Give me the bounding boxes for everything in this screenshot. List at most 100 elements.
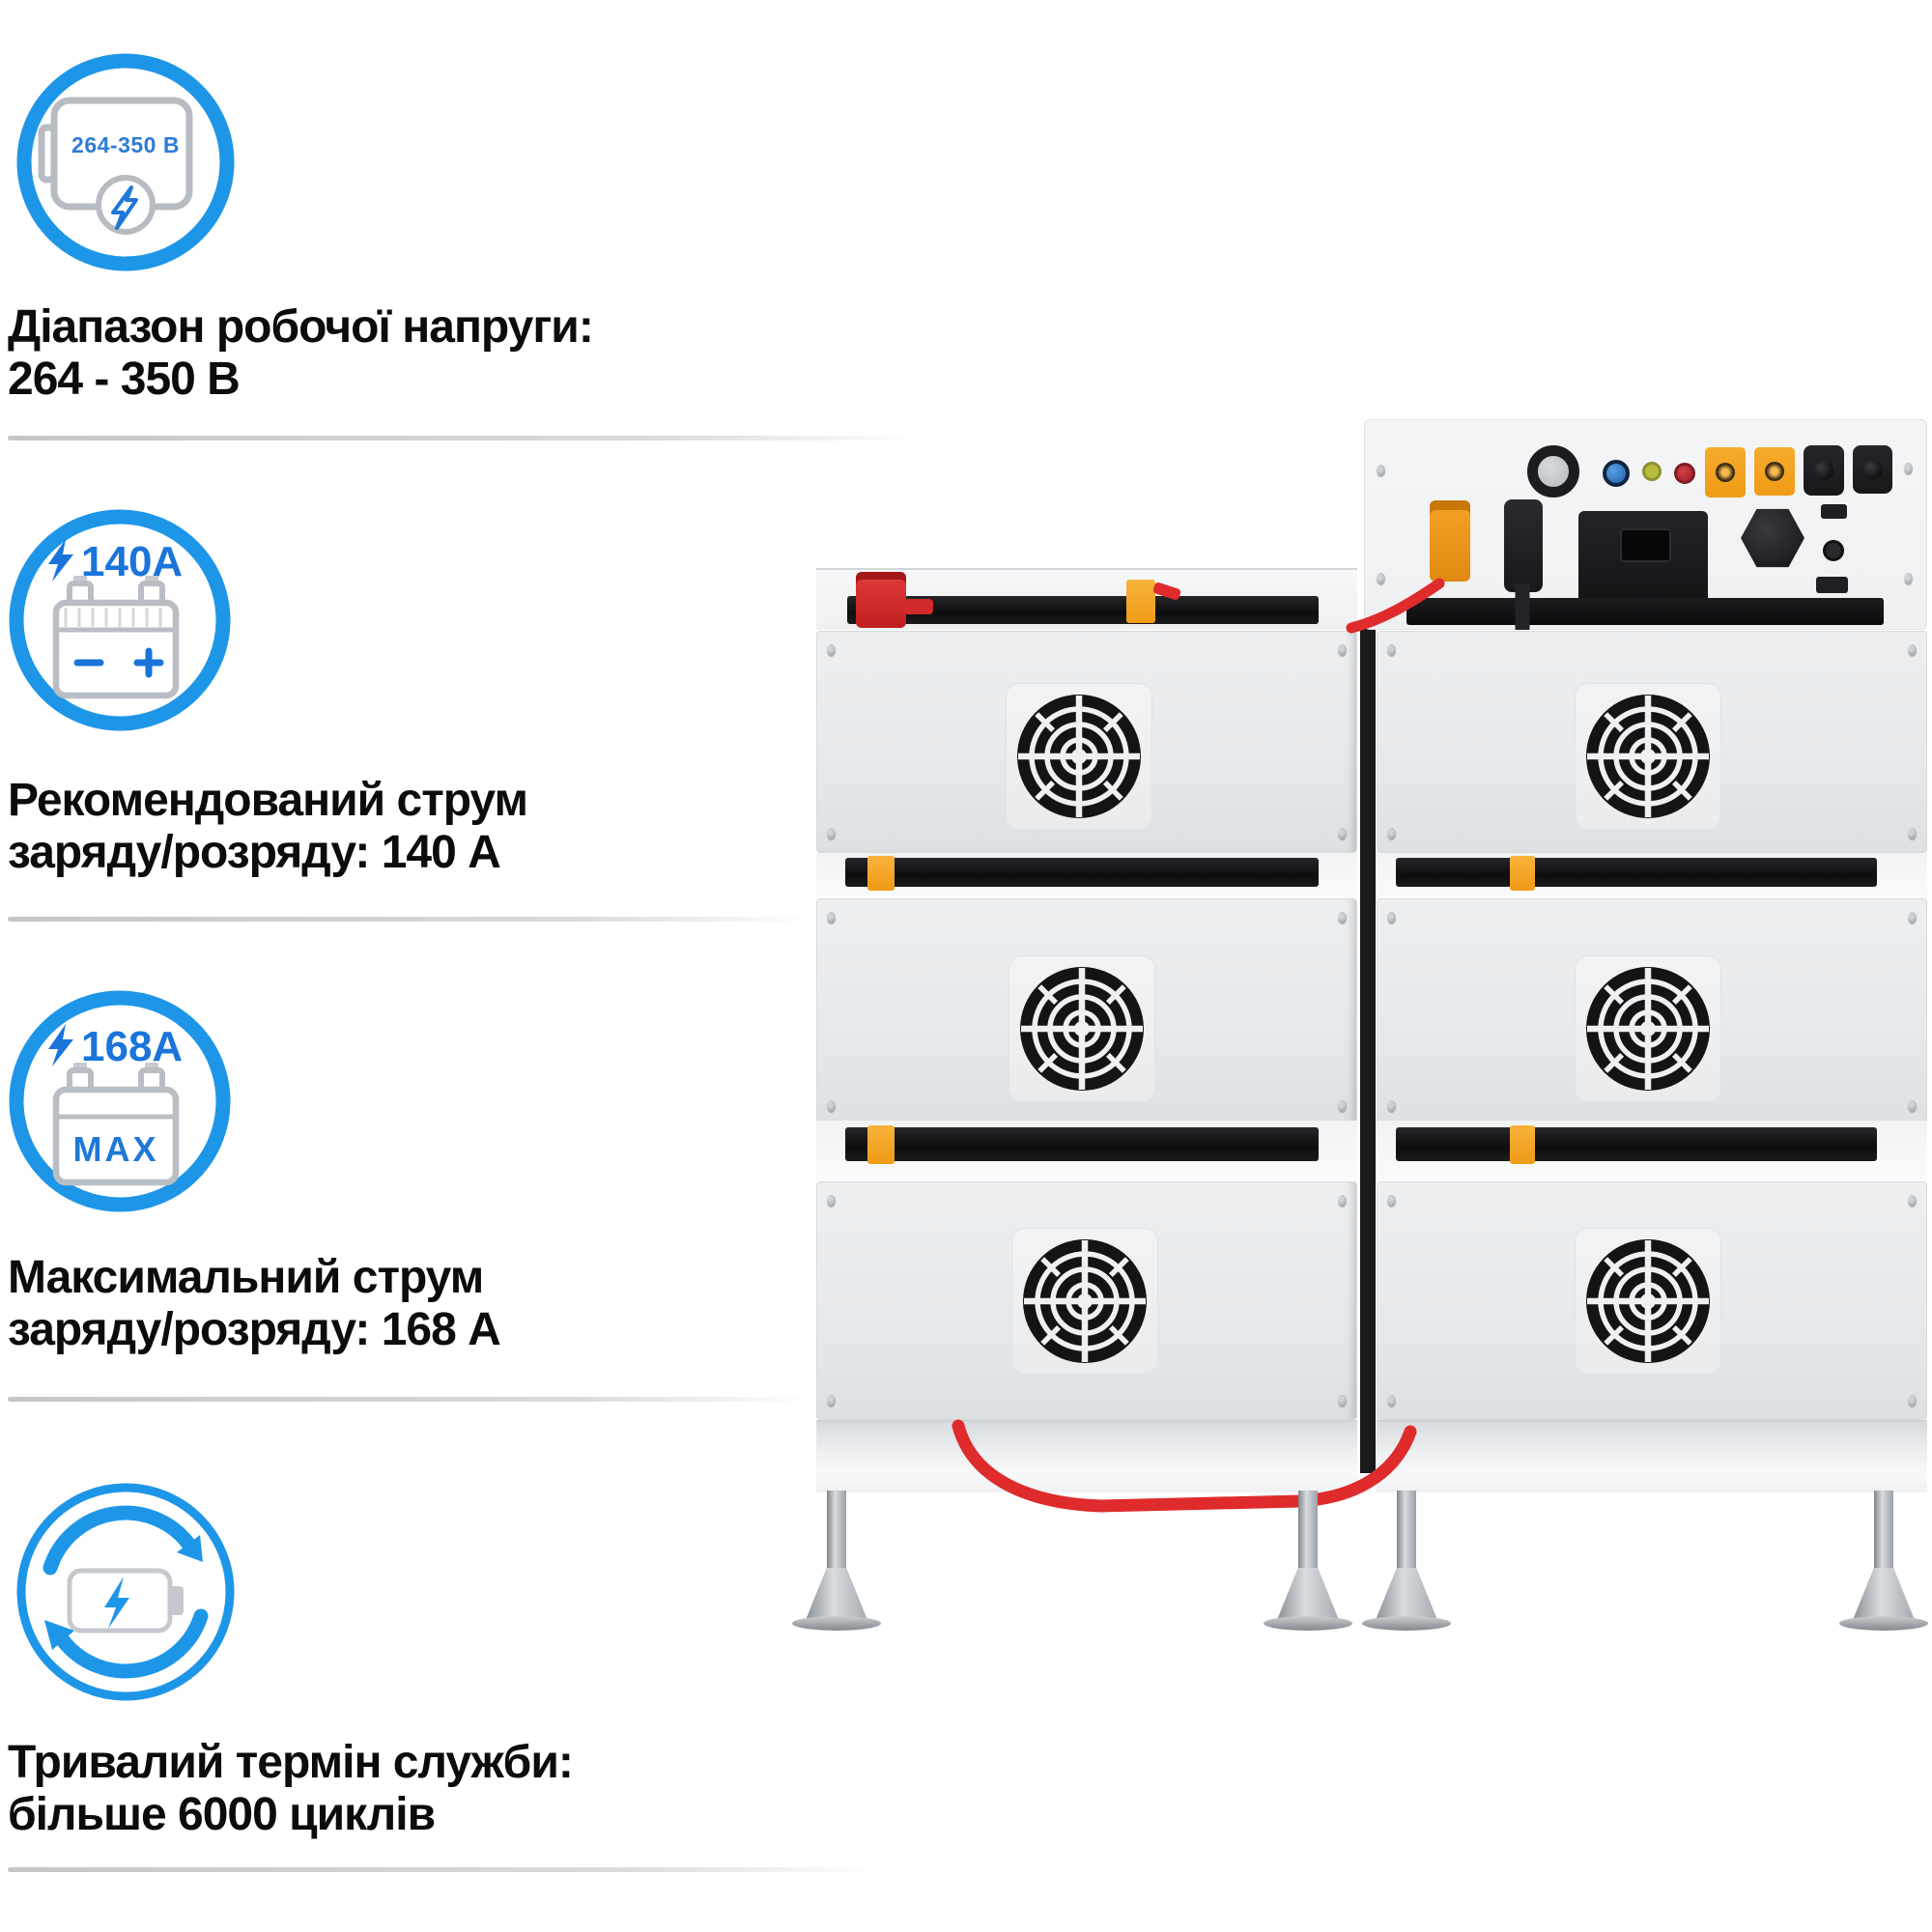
leader-line <box>8 1867 877 1872</box>
lightning-icon <box>111 185 138 230</box>
screw-icon <box>1908 912 1917 923</box>
battery-hatch <box>64 608 162 627</box>
module-base <box>816 1420 1357 1492</box>
feature-line: заряду/розряду: 140 А <box>8 827 501 878</box>
screw-icon <box>1908 1395 1917 1406</box>
bms-control-unit <box>1364 419 1927 630</box>
orange-latch <box>867 856 895 891</box>
feature-max-current-text: Максимальний струм заряду/розряду: 168 А <box>8 1252 916 1356</box>
lightning-icon <box>48 1024 73 1066</box>
lightning-icon <box>104 1577 129 1629</box>
orange-latch <box>1510 1125 1535 1164</box>
red-button <box>1674 463 1695 484</box>
feature-line: 264 - 350 В <box>8 354 241 405</box>
handle-slot <box>1396 858 1877 887</box>
leader-line <box>8 1397 812 1402</box>
screw-icon <box>1904 463 1913 474</box>
black-square-connector <box>1853 445 1892 494</box>
screw-icon <box>1338 1100 1347 1112</box>
feature-cycle-life-text: Тривалий термін служби: більше 6000 цикл… <box>8 1737 916 1841</box>
screw-icon <box>1338 1395 1347 1406</box>
adjustable-foot <box>790 1491 883 1637</box>
screw-icon <box>1908 644 1917 656</box>
vent-slot <box>1406 598 1884 625</box>
battery-max-current-icon: 168A MAX <box>9 990 231 1212</box>
battery-recommended-current-icon: 140A <box>9 509 231 731</box>
screw-icon <box>827 1100 836 1112</box>
screw-icon <box>1904 573 1913 584</box>
handle-slot <box>1396 1127 1877 1161</box>
column-gap-cable <box>1360 623 1376 1473</box>
round-gauge <box>1527 445 1579 497</box>
lightning-icon <box>48 539 73 582</box>
plus-icon <box>133 647 164 678</box>
screw-icon <box>1377 465 1385 476</box>
red-cable-stub <box>904 599 933 614</box>
small-port <box>1816 577 1848 593</box>
orange-latch <box>1510 856 1535 891</box>
adjustable-foot <box>1360 1491 1453 1637</box>
adjustable-foot <box>1837 1491 1930 1637</box>
max-current-label: 168A <box>81 1023 183 1070</box>
screw-icon <box>1387 828 1396 839</box>
recessed-switch-panel <box>1578 511 1708 609</box>
feature-recommended-current-text: Рекомендований струм заряду/розряду: 140… <box>8 775 916 879</box>
max-badge: MAX <box>73 1129 159 1169</box>
orange-square-connector <box>1754 447 1795 496</box>
red-cable-top <box>1346 578 1445 634</box>
screw-icon <box>827 1195 836 1207</box>
screw-icon <box>1377 573 1385 584</box>
cycle-arrowhead-bottom <box>44 1620 74 1650</box>
feature-line: більше 6000 циклів <box>8 1789 436 1840</box>
feature-line: Рекомендований струм <box>8 775 528 826</box>
small-round-knob <box>1823 540 1844 561</box>
cycle-arrow-bottom <box>55 1608 209 1679</box>
red-jumper-cable <box>952 1419 1417 1513</box>
handle-slot <box>845 858 1319 887</box>
feature-line: Діапазон робочої напруги: <box>8 301 594 353</box>
cycle-arrowhead-top <box>177 1535 203 1562</box>
module-base <box>1377 1420 1927 1492</box>
feature-line: заряду/розряду: 168 А <box>8 1304 501 1355</box>
green-led <box>1642 462 1662 481</box>
voltage-range-battery-icon: 264-350 В <box>16 53 235 271</box>
voltage-range-label: 264-350 В <box>71 132 180 157</box>
leader-line <box>8 436 923 440</box>
screw-icon <box>827 912 836 923</box>
screw-icon <box>1387 1195 1396 1207</box>
orange-connector-top <box>1126 580 1155 623</box>
cycle-arrow-top <box>43 1505 196 1576</box>
black-square-connector <box>1804 445 1844 496</box>
leader-line <box>8 917 814 922</box>
battery-cycle-life-icon <box>16 1483 235 1701</box>
blue-connector <box>1603 460 1630 487</box>
screw-icon <box>827 644 836 656</box>
screw-icon <box>1338 912 1347 923</box>
red-power-plug <box>856 572 906 628</box>
orange-square-connector <box>1705 447 1746 497</box>
screw-icon <box>1387 1395 1396 1406</box>
orange-latch <box>867 1125 895 1164</box>
feature-voltage-text: Діапазон робочої напруги: 264 - 350 В <box>8 301 916 406</box>
screw-icon <box>827 828 836 839</box>
small-port <box>1821 504 1847 519</box>
screw-icon <box>827 1395 836 1406</box>
rocker-switch <box>1620 528 1671 562</box>
adjustable-foot <box>1262 1491 1354 1637</box>
current-label: 140A <box>81 538 183 585</box>
feature-line: Тривалий термін служби: <box>8 1737 574 1788</box>
screw-icon <box>1338 644 1347 656</box>
black-cable-plug <box>1504 499 1543 592</box>
screw-icon <box>1908 828 1917 839</box>
screw-icon <box>1387 644 1396 656</box>
screw-icon <box>1338 828 1347 839</box>
screw-icon <box>1387 1100 1396 1112</box>
screw-icon <box>1387 912 1396 923</box>
screw-icon <box>1338 1195 1347 1207</box>
orange-power-connector <box>1430 500 1470 582</box>
handle-slot <box>845 1127 1319 1161</box>
screw-icon <box>1908 1100 1917 1112</box>
feature-line: Максимальний струм <box>8 1252 484 1303</box>
